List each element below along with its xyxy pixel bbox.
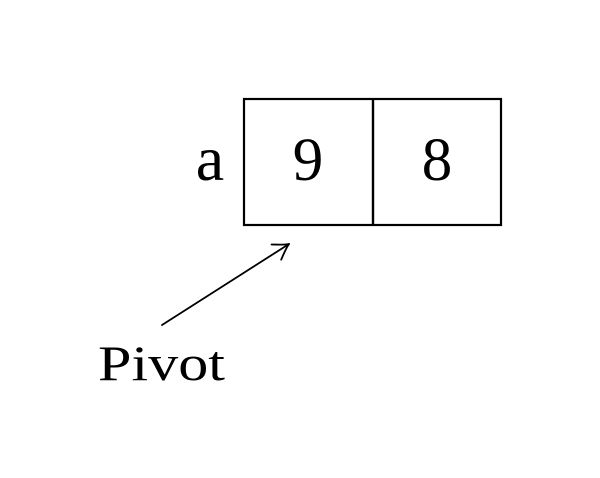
pivot-label: Pivot — [98, 335, 225, 391]
array-label: a — [196, 123, 224, 194]
cell-value-0: 9 — [293, 127, 324, 194]
cell-value-1: 8 — [422, 127, 453, 194]
pivot-arrow — [161, 243, 290, 326]
